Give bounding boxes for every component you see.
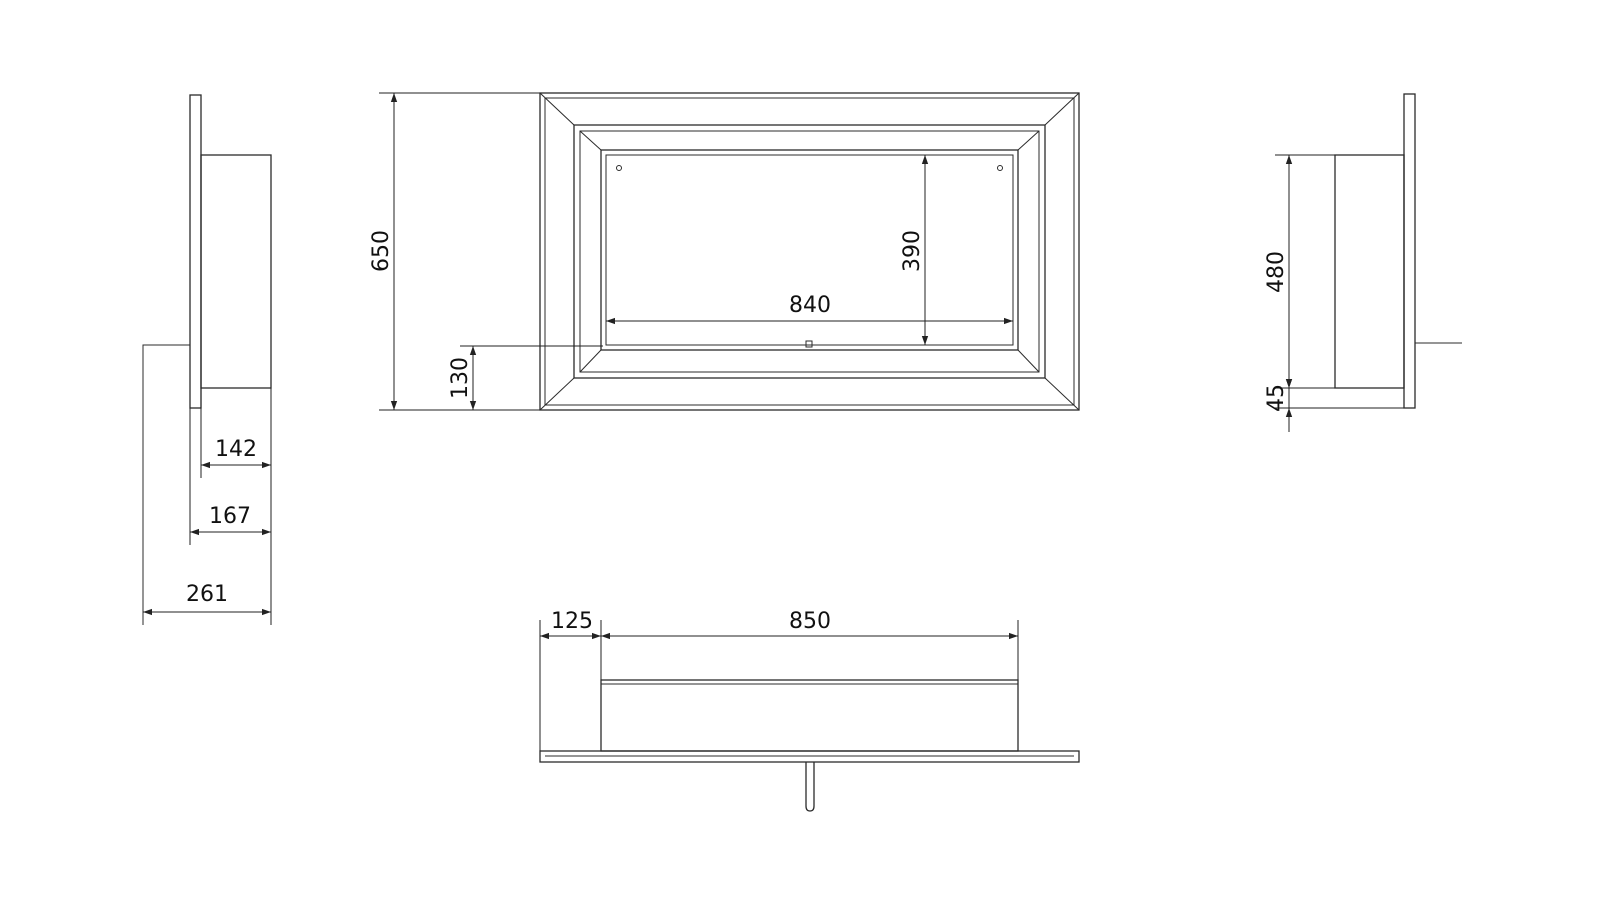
- left-view-body: [200, 154, 272, 389]
- front-opening: [600, 149, 1019, 351]
- front-knob: [805, 340, 813, 348]
- dim-overall-height: 650: [369, 230, 394, 272]
- dim-right-bottom-offset: 45: [1264, 384, 1289, 412]
- dim-body-width: 850: [789, 609, 831, 634]
- left-view-front-plate: [189, 94, 202, 409]
- dim-opening-width: 840: [789, 293, 831, 318]
- bevel-line: [579, 349, 602, 373]
- dim-depth-total: 167: [209, 504, 251, 529]
- front-frame-inner-edge: [544, 97, 1075, 406]
- bevel-line: [579, 130, 602, 151]
- bevel-line: [539, 377, 575, 411]
- front-view: 650 130 390 840: [369, 92, 1080, 411]
- top-view-front-plate: [539, 750, 1080, 763]
- right-side-view: 480 45: [1264, 93, 1462, 432]
- screw-left: [616, 165, 622, 171]
- top-view: 125 850: [539, 609, 1080, 812]
- bevel-line: [1044, 377, 1080, 411]
- dim-body-height: 480: [1264, 251, 1289, 293]
- top-view-pipe: [805, 762, 815, 812]
- front-opening-inner: [605, 154, 1014, 346]
- right-view-front-plate: [1403, 93, 1416, 409]
- right-view-body: [1334, 154, 1405, 389]
- dim-bottom-offset: 130: [448, 357, 473, 399]
- top-view-body: [600, 679, 1019, 752]
- left-side-view: 142 167 261: [142, 94, 272, 625]
- dim-opening-height: 390: [900, 230, 925, 272]
- front-middle-frame-inner: [579, 130, 1040, 373]
- bevel-line: [539, 92, 575, 126]
- left-view-pipe-line: [142, 344, 190, 625]
- front-middle-frame: [573, 124, 1046, 379]
- dim-depth-with-pipe: 261: [186, 582, 228, 607]
- dim-side-offset: 125: [551, 609, 593, 634]
- bevel-line: [1017, 130, 1040, 151]
- dim-depth-body: 142: [215, 437, 257, 462]
- bevel-line: [1044, 92, 1080, 126]
- bevel-line: [1017, 349, 1040, 373]
- front-outer-frame: [539, 92, 1080, 411]
- screw-right: [997, 165, 1003, 171]
